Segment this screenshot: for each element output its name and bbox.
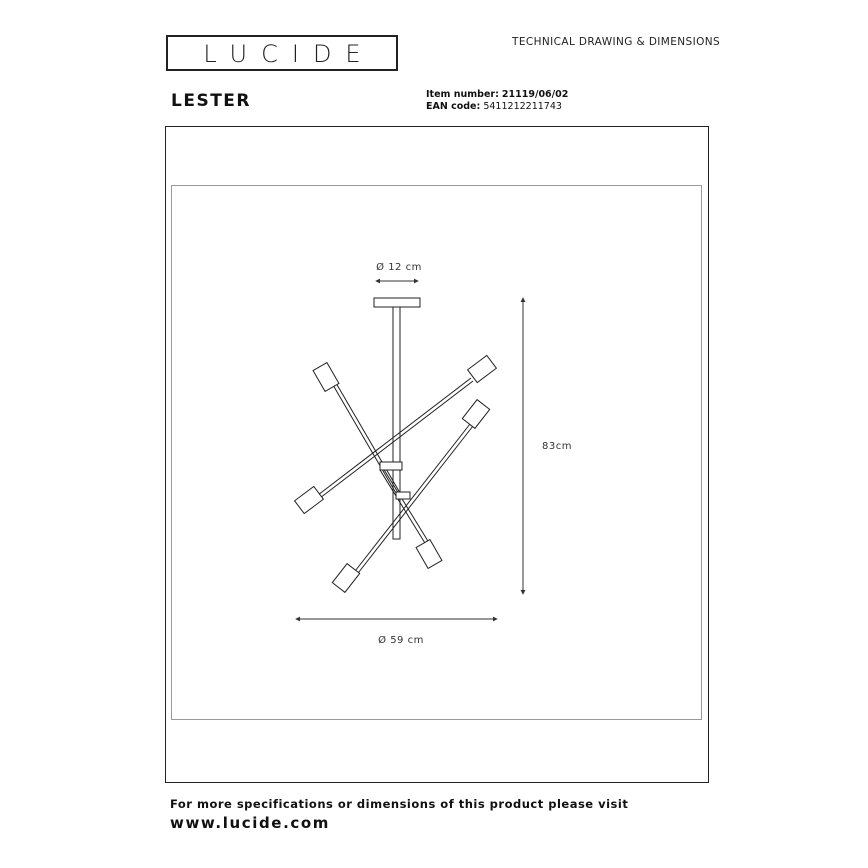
lamp-head <box>312 361 340 393</box>
lamp-canopy <box>373 297 421 308</box>
lamp-head <box>415 538 443 570</box>
product-meta: Item number: 21119/06/02 EAN code: 54112… <box>426 89 568 113</box>
drawing-outer-frame <box>165 126 709 783</box>
item-number-label: Item number: <box>426 89 499 100</box>
website-link[interactable]: www.lucide.com <box>170 814 330 832</box>
lamp-stem <box>392 306 401 540</box>
height-label: 83cm <box>542 441 572 452</box>
footer-note: For more specifications or dimensions of… <box>170 797 629 811</box>
canopy-diameter-label: Ø 12 cm <box>376 261 422 273</box>
logo-text: LUCIDE <box>203 40 375 68</box>
lamp-illustration <box>293 297 498 594</box>
lamp-head <box>461 398 491 430</box>
lamp-arms <box>317 377 474 578</box>
lamp-head <box>466 354 498 384</box>
drawing-inner-frame <box>171 185 702 720</box>
diameter-label: Ø 59 cm <box>378 634 424 646</box>
lamp-head <box>331 562 361 594</box>
item-number-row: Item number: 21119/06/02 <box>426 89 568 101</box>
document-type: TECHNICAL DRAWING & DIMENSIONS <box>512 36 721 48</box>
ean-row: EAN code: 5411212211743 <box>426 101 568 113</box>
item-number-value: 21119/06/02 <box>501 89 569 100</box>
lamp-hub <box>379 461 403 471</box>
lamp-hub-lower <box>395 491 411 500</box>
lamp-head <box>293 485 325 515</box>
lucide-logo: LUCIDE <box>166 35 398 71</box>
ean-value: 5411212211743 <box>483 101 562 112</box>
product-name: LESTER <box>171 91 251 111</box>
ean-label: EAN code: <box>426 101 481 112</box>
